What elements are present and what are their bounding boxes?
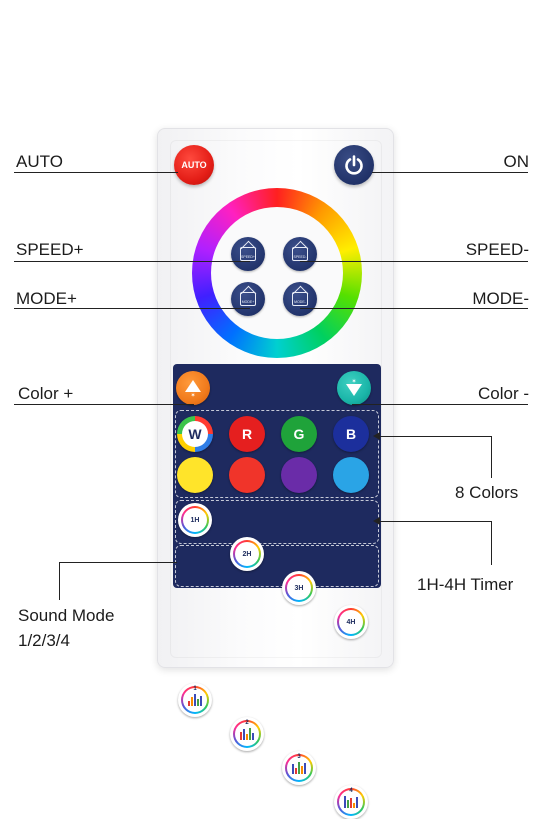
callout-line-mode-minus xyxy=(300,308,528,309)
arrow-up-icon: ✶ xyxy=(185,380,201,399)
timer-2h-button[interactable]: 2H xyxy=(230,537,264,571)
color-blue-button[interactable]: B xyxy=(333,416,369,452)
callout-line-color-minus xyxy=(352,404,528,405)
label-speed-plus: SPEED+ xyxy=(16,240,84,259)
callout-line-color-plus xyxy=(14,404,194,405)
sound-mode-number: 1 xyxy=(193,686,197,692)
arrow-left-icon xyxy=(373,432,380,440)
timer-3h-button[interactable]: 3H xyxy=(282,571,316,605)
color-sky-blue-button[interactable] xyxy=(333,457,369,493)
timer-label: 4H xyxy=(346,618,356,626)
sound-group-outline xyxy=(175,545,379,587)
arrow-down-icon: ✶ xyxy=(346,378,362,396)
mode-minus-button[interactable]: MODE- xyxy=(283,282,317,316)
callout-line-speed-plus xyxy=(14,261,250,262)
label-timer: 1H-4H Timer xyxy=(417,575,514,594)
auto-button-text: AUTO xyxy=(181,160,207,170)
timer-label: 2H xyxy=(242,550,252,558)
house-icon: MODE+ xyxy=(240,292,256,306)
timer-ring-icon xyxy=(233,540,261,568)
timer-ring-icon xyxy=(337,608,365,636)
color-yellow-button[interactable] xyxy=(177,457,213,493)
label-mode-minus: MODE- xyxy=(472,289,529,308)
arrow-left-icon xyxy=(373,517,380,525)
color-wheel xyxy=(192,188,362,358)
sound-mode-4-button[interactable]: 4 xyxy=(334,785,368,819)
power-icon xyxy=(345,155,363,175)
callout-line-speed-minus xyxy=(300,261,528,262)
sound-mode-number: 2 xyxy=(245,720,249,726)
timer-1h-button[interactable]: 1H xyxy=(178,503,212,537)
callout-line-auto xyxy=(14,172,178,173)
sound-mode-3-button[interactable]: 3 xyxy=(282,751,316,785)
sound-mode-number: 4 xyxy=(349,788,353,794)
color-plus-button[interactable]: ✶ xyxy=(176,371,210,405)
callout-line-mode-plus xyxy=(14,308,250,309)
label-color-plus: Color + xyxy=(18,384,74,403)
sound-mode-1-button[interactable]: 1 xyxy=(178,683,212,717)
equalizer-icon xyxy=(240,728,254,740)
svg-text:✶: ✶ xyxy=(351,378,356,385)
callout-line-sound xyxy=(59,562,177,563)
callout-line-colors-vertical xyxy=(491,436,492,478)
color-letter-w: W xyxy=(182,421,208,447)
label-color-minus: Color - xyxy=(477,384,529,403)
equalizer-icon xyxy=(188,694,202,706)
color-white-button[interactable]: W xyxy=(177,416,213,452)
label-mode-plus: MODE+ xyxy=(16,289,77,308)
callout-line-timer xyxy=(378,521,492,522)
timer-4h-button[interactable]: 4H xyxy=(334,605,368,639)
label-auto: AUTO xyxy=(16,152,63,171)
callout-line-on xyxy=(372,172,528,173)
sound-mode-number: 3 xyxy=(297,754,301,760)
color-red-button[interactable]: R xyxy=(229,416,265,452)
house-icon: SPEED+ xyxy=(240,247,256,261)
speed-plus-button[interactable]: SPEED+ xyxy=(231,237,265,271)
timer-label: 1H xyxy=(190,516,200,524)
label-sound-mode: Sound Mode xyxy=(18,606,115,625)
auto-button[interactable]: AUTO xyxy=(174,145,214,185)
color-letter-g: G xyxy=(293,426,305,442)
callout-line-timer-vertical xyxy=(491,521,492,565)
sound-mode-2-button[interactable]: 2 xyxy=(230,717,264,751)
callout-line-sound-vertical xyxy=(59,562,60,600)
speed-minus-button[interactable]: SPEED- xyxy=(283,237,317,271)
label-on: ON xyxy=(503,152,530,171)
house-icon: SPEED- xyxy=(292,247,308,261)
timer-label: 3H xyxy=(294,584,304,592)
remote-edge xyxy=(170,140,382,658)
colors-group-outline xyxy=(175,410,379,498)
color-letter-r: R xyxy=(241,426,253,442)
timer-ring-icon xyxy=(181,506,209,534)
color-orange-red-button[interactable] xyxy=(229,457,265,493)
mode-plus-button[interactable]: MODE+ xyxy=(231,282,265,316)
equalizer-icon xyxy=(292,762,306,774)
color-purple-button[interactable] xyxy=(281,457,317,493)
svg-text:✶: ✶ xyxy=(190,392,195,399)
label-speed-minus: SPEED- xyxy=(465,240,529,259)
color-minus-button[interactable]: ✶ xyxy=(337,371,371,405)
equalizer-icon xyxy=(344,796,358,808)
color-letter-b: B xyxy=(345,426,357,442)
power-button[interactable] xyxy=(334,145,374,185)
timer-ring-icon xyxy=(285,574,313,602)
house-icon: MODE- xyxy=(292,292,308,306)
color-green-button[interactable]: G xyxy=(281,416,317,452)
label-eight-colors: 8 Colors xyxy=(455,483,519,502)
label-sound-mode-numbers: 1/2/3/4 xyxy=(18,631,70,650)
callout-line-colors xyxy=(378,436,492,437)
